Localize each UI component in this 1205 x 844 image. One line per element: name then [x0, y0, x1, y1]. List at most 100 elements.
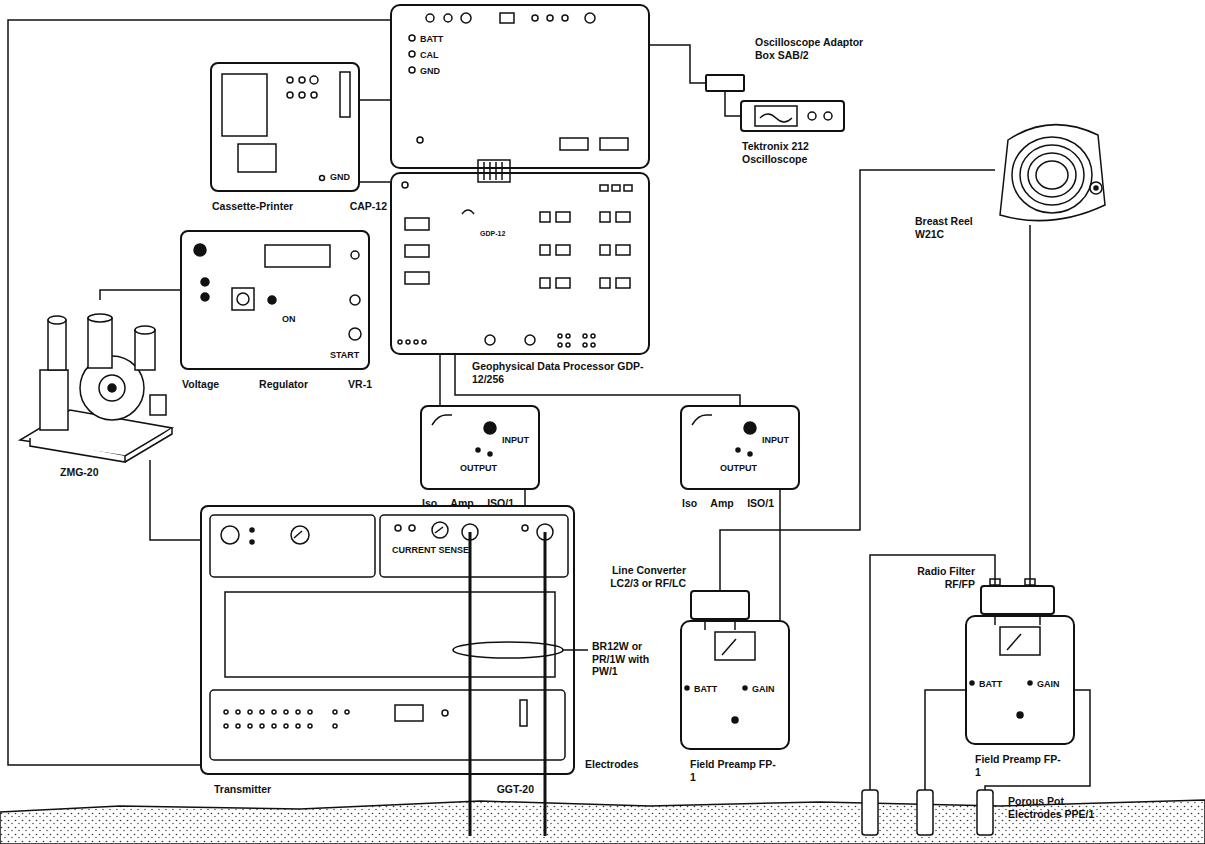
top-unit-detail	[532, 15, 538, 21]
field-preamp-detail	[1007, 634, 1021, 650]
data-processor-detail	[525, 335, 535, 345]
iso-amp-detail	[476, 448, 480, 452]
voltage-regulator-detail	[265, 245, 330, 267]
oscilloscope-detail	[755, 106, 797, 126]
transmitter-detail	[296, 710, 300, 714]
top-unit-detail	[585, 13, 595, 23]
field-preamp-detail	[1017, 712, 1023, 718]
field-preamp-detail	[1028, 681, 1032, 685]
field-preamp: BATTGAINField Preamp FP-1	[965, 615, 1075, 745]
data-processor-detail	[558, 343, 562, 347]
transmitter-detail	[224, 724, 228, 728]
transmitter-detail	[380, 515, 568, 577]
cassette-printer-detail	[222, 72, 350, 181]
panel-text: GND	[420, 66, 440, 77]
data-processor-detail	[540, 245, 550, 255]
transmitter-detail	[250, 528, 254, 532]
cable-connector	[439, 355, 441, 405]
caption-text: Radio Filter RF/FP	[907, 565, 975, 590]
data-processor-detail	[540, 212, 550, 222]
data-processor-detail	[422, 340, 426, 344]
caption-text: Iso Amp ISO/1	[682, 497, 774, 510]
cable-connector	[524, 490, 526, 505]
transmitter-detail	[221, 526, 239, 544]
panel-text: BATT	[694, 684, 717, 695]
top-unit-detail	[409, 67, 415, 73]
oscilloscope-detail	[755, 106, 832, 126]
data-processor-detail	[398, 182, 632, 347]
cable-connector	[1029, 225, 1031, 585]
top-unit-detail	[426, 14, 434, 22]
voltage-regulator-detail	[194, 244, 361, 340]
breast-reel-illustration	[1020, 145, 1084, 205]
field-preamp-detail	[722, 639, 736, 655]
breast-reel-illustration	[1000, 125, 1105, 221]
iso-amp: INPUTOUTPUTIso Amp ISO/1	[680, 405, 800, 490]
data-processor-detail	[556, 212, 570, 222]
voltage-regulator-detail	[350, 295, 360, 305]
voltage-regulator-detail	[201, 293, 209, 301]
transmitter-detail	[432, 522, 448, 538]
data-processor-detail	[485, 335, 495, 345]
data-processor-detail	[556, 245, 570, 255]
top-unit-detail	[501, 162, 503, 180]
porous-pot-electrodes	[977, 790, 993, 835]
data-processor-detail	[591, 334, 595, 338]
iso-amp: INPUTOUTPUTIso Amp ISO/1	[420, 405, 540, 490]
top-unit-detail	[547, 15, 553, 21]
panel-text: OUTPUT	[460, 463, 497, 474]
transmitter-detail	[345, 710, 349, 714]
caption-text: Voltage Regulator VR-1	[182, 378, 372, 391]
transmitter-detail	[272, 724, 276, 728]
iso-amp-detail	[744, 422, 756, 434]
porous-pot-electrodes	[862, 555, 1090, 835]
data-processor-detail	[600, 185, 608, 191]
data-processor-detail	[591, 343, 595, 347]
caption-text: Field Preamp FP-1	[975, 753, 1065, 778]
top-unit-detail	[489, 162, 491, 180]
data-processor-detail	[462, 210, 474, 214]
oscilloscope-detail	[808, 112, 816, 120]
top-unit-detail	[461, 13, 471, 23]
electrode-stakes	[544, 532, 547, 836]
voltage-regulator-detail	[201, 278, 209, 286]
electrode-stakes	[453, 642, 563, 658]
porous-pot-electrodes	[925, 690, 965, 790]
caption-text: Line Converter LC2/3 or RF/LC	[604, 564, 686, 589]
transmitter-detail	[225, 592, 555, 677]
field-preamp-detail	[715, 632, 755, 660]
breast-reel-illustration	[1028, 153, 1076, 197]
breast-reel-illustration	[1094, 186, 1098, 190]
field-preamp-detail	[1000, 627, 1040, 655]
transmitter-detail	[395, 525, 401, 531]
transmitter-detail	[296, 724, 300, 728]
voltage-regulator-detail	[349, 328, 361, 340]
data-processor-detail	[558, 334, 562, 338]
cassette-printer-detail	[287, 77, 293, 83]
adaptor-box: Oscilloscope Adaptor Box SAB/2	[705, 74, 745, 92]
transmitter-detail	[250, 540, 254, 544]
voltage-regulator-detail	[232, 288, 254, 310]
caption-text: Field Preamp FP-1	[690, 758, 780, 783]
generator-illustration	[88, 314, 112, 322]
data-processor-detail	[583, 343, 587, 347]
transmitter-detail	[236, 724, 240, 728]
top-unit-detail	[417, 137, 423, 143]
caption-text: Transmitter GGT-20	[214, 783, 534, 796]
transmitter-detail	[520, 700, 527, 726]
transmitter-detail	[333, 710, 337, 714]
generator-illustration	[150, 395, 166, 415]
transmitter-detail	[442, 710, 448, 716]
cassette-printer-detail	[340, 72, 350, 117]
cassette-printer-detail	[287, 92, 293, 98]
processor-top-unit: BATTCALGND	[390, 4, 650, 169]
data-processor-detail	[600, 212, 610, 222]
cable-connector	[650, 45, 705, 83]
data-processor-detail	[566, 343, 570, 347]
cable-connector	[360, 99, 390, 101]
generator-illustration	[88, 318, 112, 368]
breast-reel-illustration	[1012, 137, 1092, 213]
data-processor-detail	[566, 334, 570, 338]
data-processor-detail	[556, 278, 570, 288]
